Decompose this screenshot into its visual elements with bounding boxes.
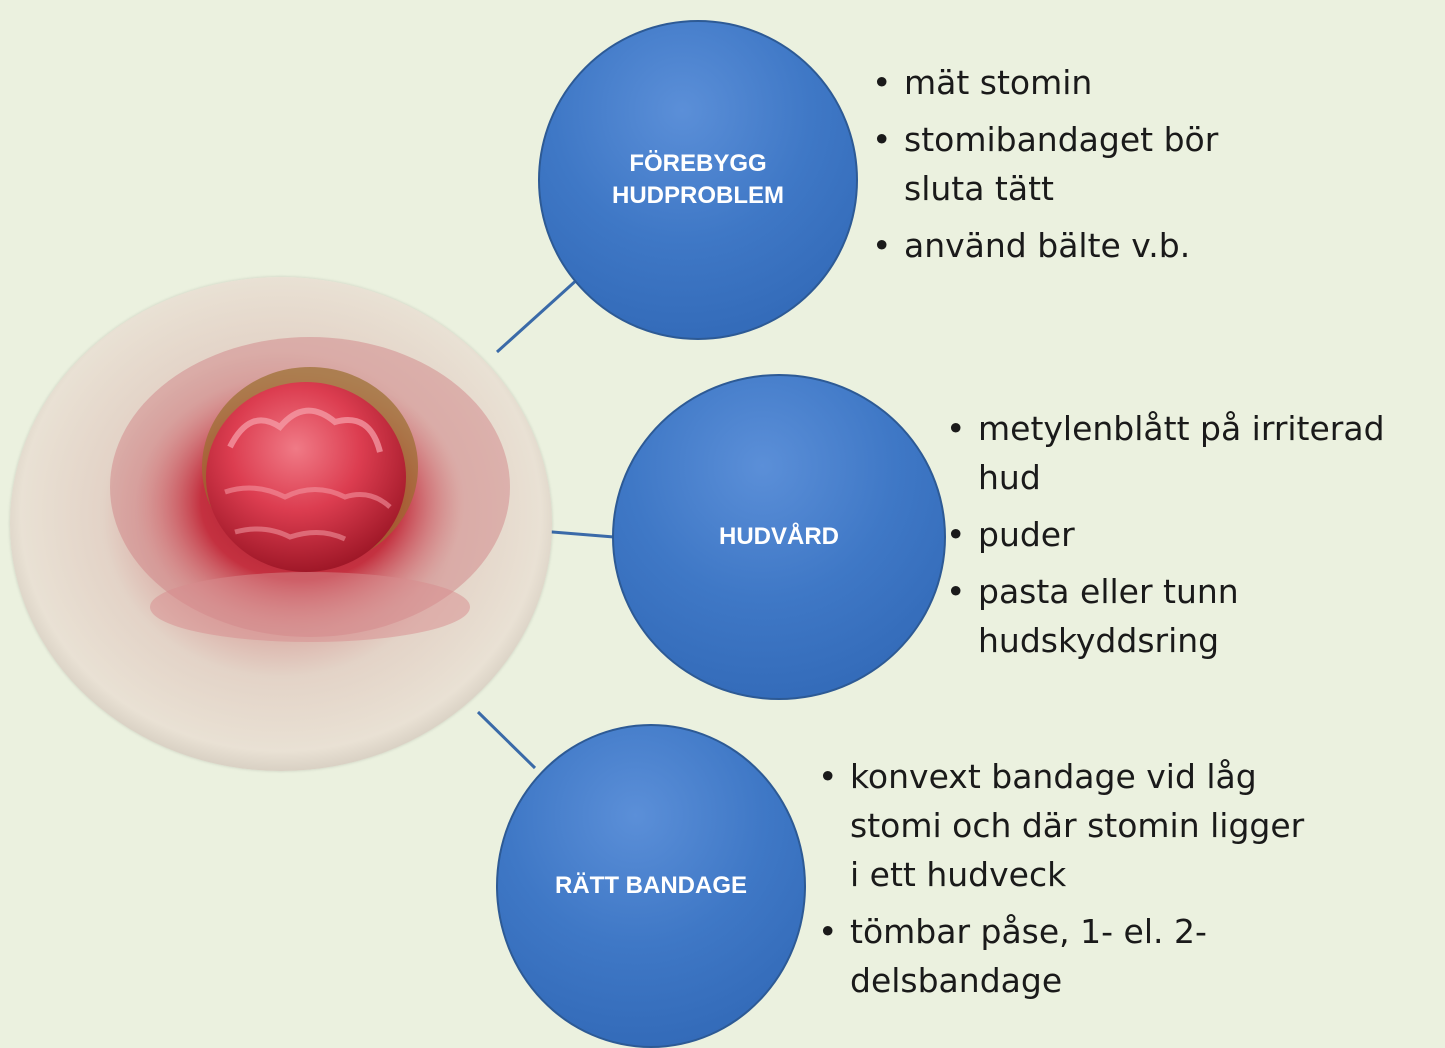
bullet-list-forebygg: mät stomin stomibandaget bör sluta tätt … bbox=[872, 58, 1292, 278]
bullet-list-ratt-bandage: konvext bandage vid låg stomi och där st… bbox=[818, 752, 1318, 1013]
node-bubble-hudvard: HUDVÅRD bbox=[612, 374, 946, 700]
node-label-ratt-bandage: RÄTT BANDAGE bbox=[555, 870, 747, 902]
bullet-item: pasta eller tunn hudskyddsring bbox=[946, 567, 1445, 665]
bullet-item: metylenblått på irriterad hud bbox=[946, 404, 1445, 502]
node-bubble-forebygg: FÖREBYGG HUDPROBLEM bbox=[538, 20, 858, 340]
bullet-list-hudvard: metylenblått på irriterad hud puder past… bbox=[946, 404, 1445, 673]
connector-line-3 bbox=[478, 712, 535, 768]
node-label-forebygg: FÖREBYGG HUDPROBLEM bbox=[612, 148, 784, 212]
bullet-item: använd bälte v.b. bbox=[872, 221, 1292, 270]
node-label-hudvard: HUDVÅRD bbox=[719, 521, 839, 553]
bullet-item: puder bbox=[946, 510, 1445, 559]
stoma-photo-image bbox=[10, 277, 552, 771]
stoma-photo bbox=[10, 277, 552, 771]
bullet-item: stomibandaget bör sluta tätt bbox=[872, 115, 1292, 213]
bullet-item: konvext bandage vid låg stomi och där st… bbox=[818, 752, 1318, 899]
bullet-item: tömbar påse, 1- el. 2-delsbandage bbox=[818, 907, 1318, 1005]
node-bubble-ratt-bandage: RÄTT BANDAGE bbox=[496, 724, 806, 1048]
bullet-item: mät stomin bbox=[872, 58, 1292, 107]
